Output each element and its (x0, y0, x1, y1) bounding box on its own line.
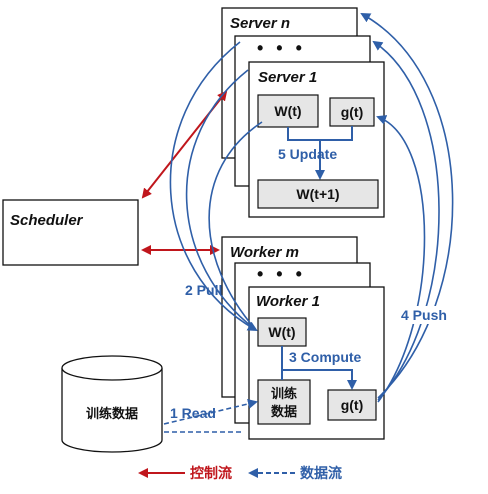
legend-control-label: 控制流 (190, 465, 232, 482)
cylinder-top (61, 355, 163, 381)
worker-dots: • • • (257, 264, 306, 284)
worker-weight-label: W(t) (268, 324, 295, 340)
pull-curve-1 (169, 41, 258, 331)
pull-label: 2 Pull (185, 282, 222, 298)
push-curve-1 (360, 13, 454, 399)
push-curve-2 (372, 40, 440, 401)
worker-m-label: Worker m (230, 244, 299, 261)
worker-1-label: Worker 1 (256, 293, 320, 310)
worker-data-label-line1: 训练 (271, 386, 297, 402)
push-curve-3 (376, 115, 426, 403)
server-dots: • • • (257, 38, 306, 58)
worker-data-box (257, 379, 311, 425)
scheduler-box (2, 199, 139, 266)
server-new-weight-label: W(t+1) (296, 186, 339, 202)
read-label: 1 Read (170, 405, 216, 421)
server-n-label: Server n (230, 15, 290, 32)
server-stack: Server n • • • Server 1 W(t) g(t) 5 Upda… (221, 7, 385, 218)
update-label: 5 Update (278, 146, 337, 162)
scheduler-label: Scheduler (10, 212, 84, 229)
training-data-label: 训练数据 (86, 406, 138, 422)
push-label-bg (398, 306, 462, 324)
server-1-label: Server 1 (258, 69, 317, 86)
server-weight-box (257, 94, 319, 128)
server-gradient-label: g(t) (341, 104, 364, 120)
legend-data-label: 数据流 (300, 465, 342, 482)
worker-gradient-label: g(t) (341, 397, 364, 413)
server-weight-label: W(t) (274, 103, 301, 119)
compute-label: 3 Compute (289, 349, 362, 365)
training-data-store: 训练数据 (61, 355, 163, 453)
legend: 控制流 数据流 (138, 465, 342, 482)
scheduler: Scheduler (2, 199, 139, 266)
push-label: 4 Push (401, 307, 447, 323)
pull-curve-3 (208, 121, 263, 331)
server-new-weight-box (257, 179, 379, 209)
worker-stack: Worker m • • • Worker 1 W(t) 训练 数据 g(t) … (221, 236, 385, 440)
compute-connector (281, 346, 357, 390)
worker-gradient-box (327, 389, 377, 421)
worker-data-label-line2: 数据 (271, 404, 297, 420)
pull-curve-2 (185, 69, 257, 331)
cylinder-body (61, 368, 163, 453)
